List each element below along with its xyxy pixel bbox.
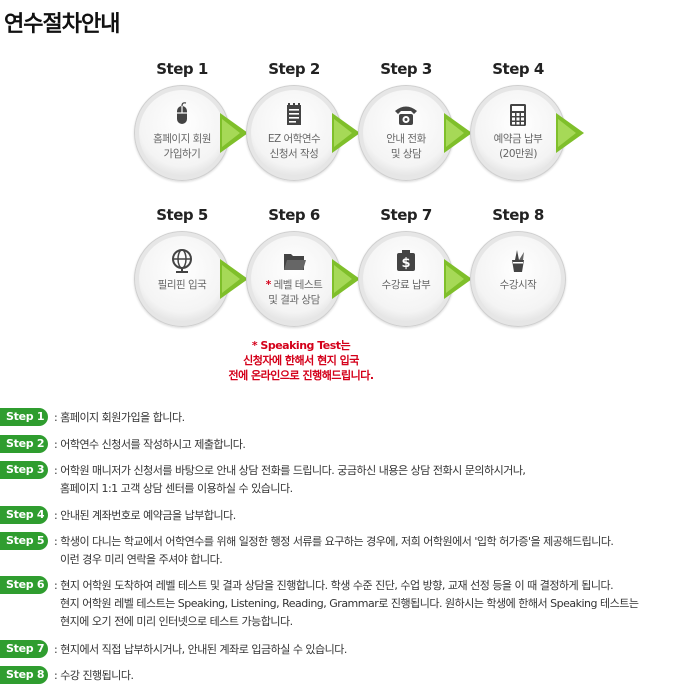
step-badge: Step 5 (0, 532, 48, 550)
folder-icon (280, 248, 308, 274)
step-3-label-line: 안내 전화 (386, 133, 426, 145)
step-badge: Step 7 (0, 640, 48, 658)
step-1-label-line: 가입하기 (163, 148, 201, 160)
step-badge: Step 6 (0, 576, 48, 594)
step-2-title: Step 2 (268, 60, 320, 78)
arrow-right-icon (332, 113, 360, 153)
step-3-title: Step 3 (380, 60, 432, 78)
step-badge: Step 3 (0, 461, 48, 479)
description-line: 홈페이지 1:1 고객 상담 센터를 이용하실 수 있습니다. (60, 482, 293, 495)
speaking-test-note: * Speaking Test는 신청자에 한해서 현지 입국 전에 온라인으로… (196, 338, 406, 383)
notepad-icon (280, 102, 308, 128)
page-title: 연수절차안내 (4, 12, 120, 37)
step-7-circle: $ 수강료 납부 (358, 231, 454, 327)
step-1-label-line: 홈페이지 회원 (153, 133, 211, 145)
step-6-star: * (265, 279, 272, 291)
step-7-title: Step 7 (380, 206, 432, 224)
step-6-label-line: 레벨 테스트 (273, 279, 323, 291)
calculator-icon (504, 102, 532, 128)
step-badge: Step 8 (0, 666, 48, 684)
description-line: : 홈페이지 회원가입을 합니다. (54, 411, 185, 424)
step-4-circle: 예약금 납부 (20만원) (470, 85, 566, 181)
step-8-label-line: 수강시작 (499, 279, 537, 291)
description-line: 현지 어학원 레벨 테스트는 Speaking, Listening, Read… (60, 597, 639, 610)
step-badge: Step 2 (0, 435, 48, 453)
step-2-label-line: EZ 어학연수 (267, 133, 321, 145)
money-bag-icon: $ (392, 248, 420, 274)
step-4-title: Step 4 (492, 60, 544, 78)
mouse-icon (168, 102, 196, 128)
step-5-title: Step 5 (156, 206, 208, 224)
description-line: 이런 경우 미리 연락을 주셔야 합니다. (60, 553, 223, 566)
speaking-note-line: * Speaking Test는 (251, 339, 351, 352)
step-badge: Step 1 (0, 408, 48, 426)
description-line: : 현지 어학원 도착하여 레벨 테스트 및 결과 상담을 진행합니다. 학생 … (54, 579, 614, 592)
description-line: : 학생이 다니는 학교에서 어학연수를 위해 일정한 행정 서류를 요구하는 … (54, 535, 614, 548)
step-8-title: Step 8 (492, 206, 544, 224)
arrow-right-icon (556, 113, 584, 153)
description-line: : 수강 진행됩니다. (54, 669, 134, 682)
step-4-label-line: (20만원) (499, 148, 537, 160)
step-6-label-line: 및 결과 상담 (268, 294, 320, 306)
step-8-circle: 수강시작 (470, 231, 566, 327)
svg-text:$: $ (401, 256, 410, 271)
telephone-icon (392, 102, 420, 128)
step-badge: Step 4 (0, 506, 48, 524)
step-6-title: Step 6 (268, 206, 320, 224)
description-line: 현지에 오기 전에 미리 인터넷으로 테스트 가능합니다. (60, 615, 293, 628)
step-4-label-line: 예약금 납부 (493, 133, 543, 145)
speaking-note-line: 전에 온라인으로 진행해드립니다. (228, 369, 374, 382)
step-3-label-line: 및 상담 (390, 148, 422, 160)
description-line: : 어학원 매니저가 신청서를 바탕으로 안내 상담 전화를 드립니다. 궁금하… (54, 464, 526, 477)
step-5-circle: 필리핀 입국 (134, 231, 230, 327)
arrow-right-icon (444, 113, 472, 153)
globe-icon (168, 248, 196, 274)
step-1-title: Step 1 (156, 60, 208, 78)
step-5-label-line: 필리핀 입국 (157, 279, 207, 291)
step-2-label-line: 신청서 작성 (269, 148, 319, 160)
description-line: : 어학연수 신청서를 작성하시고 제출합니다. (54, 438, 246, 451)
step-7-label-line: 수강료 납부 (381, 279, 431, 291)
arrow-right-icon (220, 113, 248, 153)
arrow-right-icon (332, 259, 360, 299)
description-line: : 안내된 계좌번호로 예약금을 납부합니다. (54, 509, 236, 522)
description-line: : 현지에서 직접 납부하시거나, 안내된 계좌로 입금하실 수 있습니다. (54, 643, 347, 656)
pencil-cup-icon (504, 248, 532, 274)
arrow-right-icon (444, 259, 472, 299)
speaking-note-line: 신청자에 한해서 현지 입국 (243, 354, 359, 367)
arrow-right-icon (220, 259, 248, 299)
